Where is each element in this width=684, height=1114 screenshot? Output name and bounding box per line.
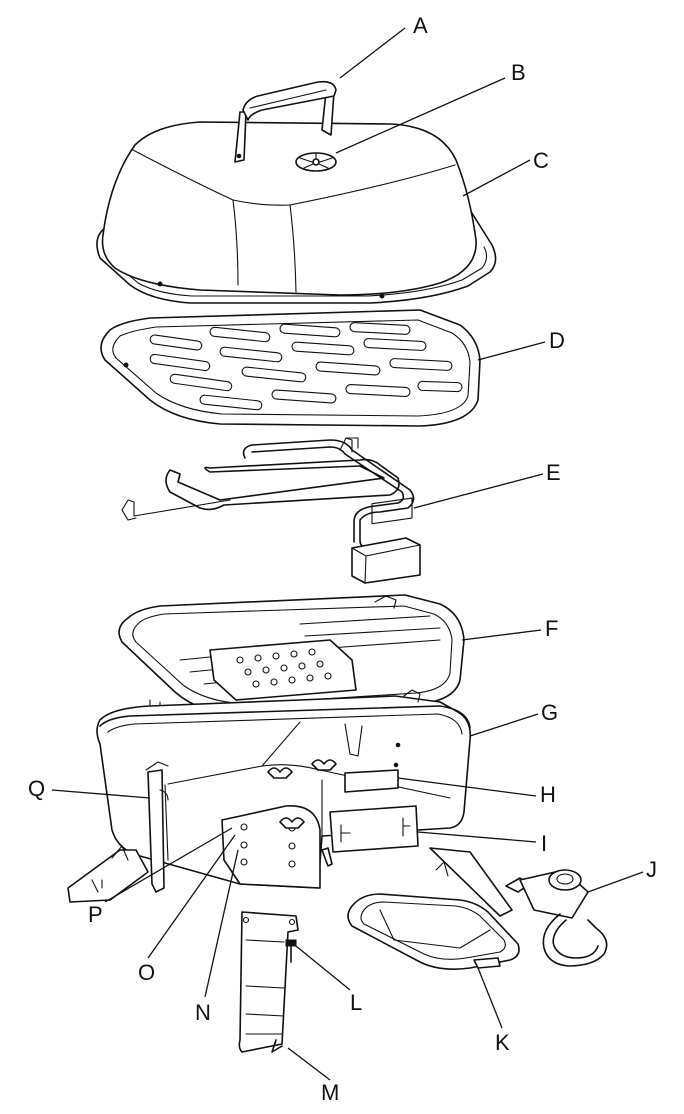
- callout-n: N: [195, 1000, 211, 1025]
- callout-labels: A B C D E F G H I J K L M N O P Q: [28, 13, 657, 1105]
- callout-k: K: [495, 1030, 510, 1055]
- base-window: [344, 769, 399, 793]
- callout-o: O: [138, 960, 155, 985]
- foot-bracket: [238, 911, 299, 1053]
- drip-pan: [118, 594, 465, 755]
- callout-h: H: [540, 782, 556, 807]
- base-rim-inner: [107, 713, 463, 735]
- leader-c: [462, 159, 531, 197]
- callout-q: Q: [28, 776, 45, 801]
- lid-rim-dot-right: [379, 293, 385, 299]
- leader-o: [147, 834, 236, 959]
- leader-f: [461, 629, 542, 641]
- base-latch: [147, 769, 165, 893]
- leader-g: [469, 713, 539, 737]
- grate-inner-rim: [112, 319, 471, 417]
- base-outer: [96, 695, 472, 889]
- base-bottom-plate: [221, 805, 321, 889]
- base-body: [96, 689, 472, 893]
- leader-p: [104, 827, 233, 903]
- callout-g: G: [541, 700, 558, 725]
- leader-l: [295, 945, 351, 991]
- drip-pan-plate: [209, 639, 357, 701]
- leader-a: [339, 27, 406, 79]
- callout-p: P: [88, 902, 103, 927]
- leg-front-left: [67, 849, 149, 903]
- leader-e: [413, 473, 544, 509]
- drip-pan-latch: [374, 595, 397, 609]
- lid-assembly: [96, 80, 497, 304]
- element-bracket-right: [339, 437, 359, 453]
- lid-handle: [234, 80, 337, 163]
- leader-h: [397, 777, 537, 797]
- base-rim: [99, 705, 471, 729]
- leader-i: [417, 831, 537, 843]
- callout-b: B: [511, 60, 526, 85]
- element-connector-box: [351, 497, 421, 584]
- lid-rim-dot-left: [157, 281, 163, 287]
- element-loop-left: [165, 458, 400, 511]
- drip-pan-inner: [132, 605, 453, 705]
- leader-k: [477, 967, 503, 1029]
- leader-b: [335, 77, 506, 154]
- grate-hole: [123, 362, 129, 368]
- base-front-panel: [164, 779, 323, 861]
- element-bracket-left: [121, 499, 231, 521]
- base-cover-plate-slots: [340, 817, 411, 843]
- leg-back-right: [429, 847, 513, 917]
- callout-l: L: [350, 990, 362, 1015]
- base-side-bracket: [344, 689, 421, 757]
- leader-d: [477, 341, 546, 361]
- base-dot-upper: [395, 742, 401, 748]
- callout-c: C: [533, 148, 549, 173]
- base-legs: [67, 845, 513, 917]
- base-wing-nut-bottom: [279, 817, 305, 829]
- lid-vent: [295, 152, 337, 172]
- callout-a: A: [413, 13, 428, 38]
- lid-crease-right: [289, 164, 456, 293]
- leader-j: [587, 871, 644, 893]
- leader-q: [51, 789, 151, 799]
- leader-m: [287, 1047, 331, 1081]
- callout-f: F: [545, 616, 558, 641]
- grease-tray: [347, 893, 520, 970]
- base-wing-nuts: [267, 759, 337, 779]
- drip-pan-holes: [236, 648, 332, 688]
- callout-i: I: [541, 831, 547, 856]
- temperature-control: [505, 869, 608, 967]
- leader-n: [204, 849, 239, 998]
- element-loop-right: [242, 439, 415, 549]
- callout-m: M: [321, 1080, 339, 1105]
- leg-front-right: [321, 847, 333, 867]
- callout-j: J: [646, 857, 657, 882]
- grate-slots: [149, 322, 463, 411]
- base-cover-plate: [329, 805, 419, 853]
- base-dot-lower: [393, 762, 399, 768]
- callout-e: E: [546, 460, 561, 485]
- lid-dome: [101, 121, 477, 296]
- grill-grate: [100, 309, 481, 427]
- leader-lines: [51, 27, 644, 1081]
- base-latch-clip: [145, 761, 169, 801]
- callout-d: D: [549, 328, 565, 353]
- lid-crease-mid: [232, 199, 291, 206]
- heating-element: [121, 437, 421, 584]
